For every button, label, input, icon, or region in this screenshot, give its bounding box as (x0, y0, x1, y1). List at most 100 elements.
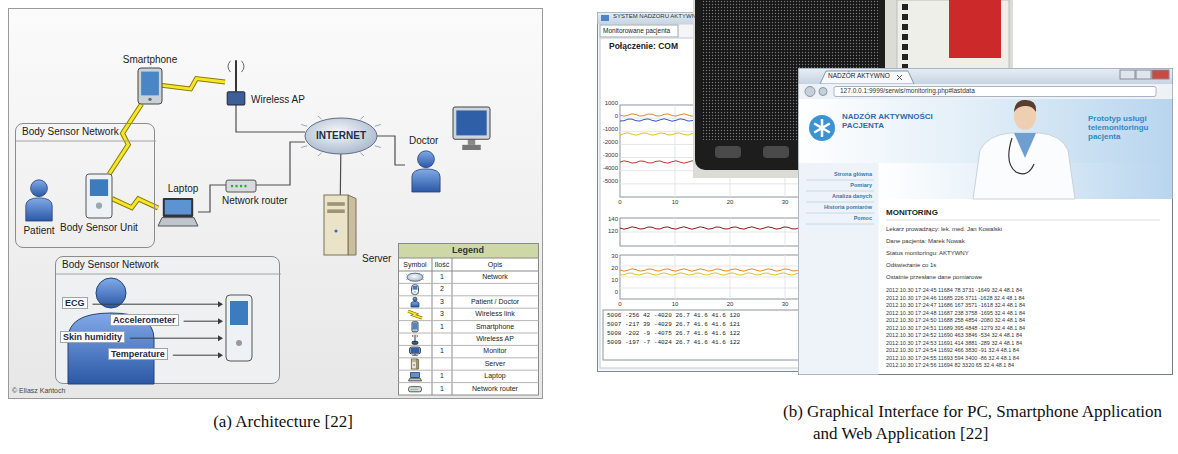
tab-label: NADZÓR AKTYWNO (828, 72, 890, 79)
table-cell: 3 (432, 298, 452, 306)
nav-button (819, 88, 827, 96)
monitor-frame (410, 347, 421, 354)
browser-window-art (799, 69, 1173, 375)
group-heading: Body Sensor Network (22, 126, 119, 138)
signal-arc (412, 335, 414, 337)
doctor-coat (973, 133, 1075, 199)
menu-item: Pomiary (802, 182, 872, 188)
copyright-note: © Eliasz Kańtoch (12, 387, 65, 395)
table-rule (399, 308, 539, 309)
monitor-screen (410, 348, 419, 353)
node-art (24, 179, 54, 221)
drive-slot (412, 361, 416, 363)
wireless-link (109, 104, 141, 174)
axis-tick: 0 (594, 113, 618, 120)
info-line: Lekarz prowadzący: lek. med. Jan Kowalsk… (886, 226, 1002, 233)
axis-tick: 20 (722, 301, 738, 308)
legend-entry: Patient / Doctor (452, 298, 538, 306)
signal-arc (228, 61, 231, 72)
router-led (231, 185, 234, 188)
close-button (1152, 70, 1169, 79)
device-case (412, 285, 419, 295)
leader-line (130, 338, 219, 339)
router-case (226, 180, 256, 192)
cable-line (377, 136, 405, 165)
axis-tick: 140 (594, 216, 618, 223)
table-rule (399, 357, 539, 358)
bolt-core (408, 311, 422, 318)
router-case (409, 387, 422, 392)
ap-box (227, 92, 245, 105)
legend-entry: Network router (452, 385, 538, 393)
axis-tick: -4000 (594, 165, 618, 172)
icon-label: Smartphone (110, 54, 190, 66)
network-cable (198, 185, 226, 212)
router-led (416, 389, 417, 390)
data-row: 2012.10.30 17:24:50 11688 258 4854 -2080… (886, 317, 1025, 323)
network-label: INTERNET (305, 130, 377, 142)
power-led (413, 364, 415, 366)
monitor-icon (453, 107, 490, 150)
monitor-frame (453, 107, 490, 139)
grid-line (785, 255, 786, 299)
menu-item: Analiza danych (802, 193, 872, 199)
person-body (26, 198, 52, 221)
window-title: SYSTEM NADZORU AKTYWN (613, 13, 696, 20)
doctor-node: Doctor (405, 105, 490, 192)
menu-separator (806, 202, 874, 203)
window-button (1136, 70, 1151, 79)
legend-entry: Network (452, 273, 538, 281)
router-led (235, 185, 238, 188)
axis-tick: 30 (594, 253, 618, 260)
group-divider (16, 141, 156, 142)
cable-line (340, 154, 342, 195)
axis-tick: 20 (722, 199, 738, 206)
network-cable (236, 105, 305, 132)
table-cell: Symbol (398, 261, 432, 269)
menu-item: Historia pomiarów (802, 204, 872, 210)
axis-tick: 0 (612, 199, 628, 206)
axis-tick: 10 (667, 199, 683, 206)
axis-tick: 1000 (594, 100, 618, 107)
drive-slot (412, 360, 416, 362)
logo-star (814, 119, 830, 137)
wireless-link (112, 199, 158, 208)
cable-line (256, 142, 305, 185)
laptop-lid (410, 372, 420, 378)
phone-case (138, 68, 162, 104)
cable-line (198, 185, 226, 212)
table-rule (399, 333, 539, 334)
menu-separator (806, 180, 874, 181)
legend-entry: Server (452, 360, 538, 368)
axis-tick: 20 (594, 265, 618, 272)
content-rule (886, 220, 1160, 221)
cable-line (236, 105, 305, 132)
bolt-core (109, 104, 141, 174)
legend-symbol (409, 372, 422, 381)
node-art (86, 174, 112, 218)
person-body (412, 169, 440, 192)
device-screen (90, 179, 108, 196)
table-rule (399, 382, 539, 383)
axis-tick: 120 (594, 228, 618, 235)
pin-header (902, 44, 908, 50)
grid-line (675, 218, 676, 246)
legend-symbol (409, 387, 422, 392)
doctor-shirt (1014, 133, 1036, 158)
monitor-screen (456, 110, 486, 135)
network-cable (256, 142, 305, 185)
node-art (320, 195, 360, 255)
drive-slot (327, 209, 345, 213)
node-art (225, 58, 247, 105)
phone-button (763, 146, 789, 158)
data-row: 2012.10.30 17:24:51 11689 395 4848 -1279… (886, 325, 1025, 331)
cloud-ray (318, 116, 322, 119)
node-art (226, 178, 256, 192)
table-cell: 1 (432, 372, 452, 380)
window-frame (799, 69, 1173, 375)
tab (600, 25, 678, 37)
phone-screen (141, 72, 159, 96)
monitor-stand (468, 139, 475, 145)
icon-label: Doctor (409, 135, 438, 147)
cloud-ray (301, 124, 307, 126)
